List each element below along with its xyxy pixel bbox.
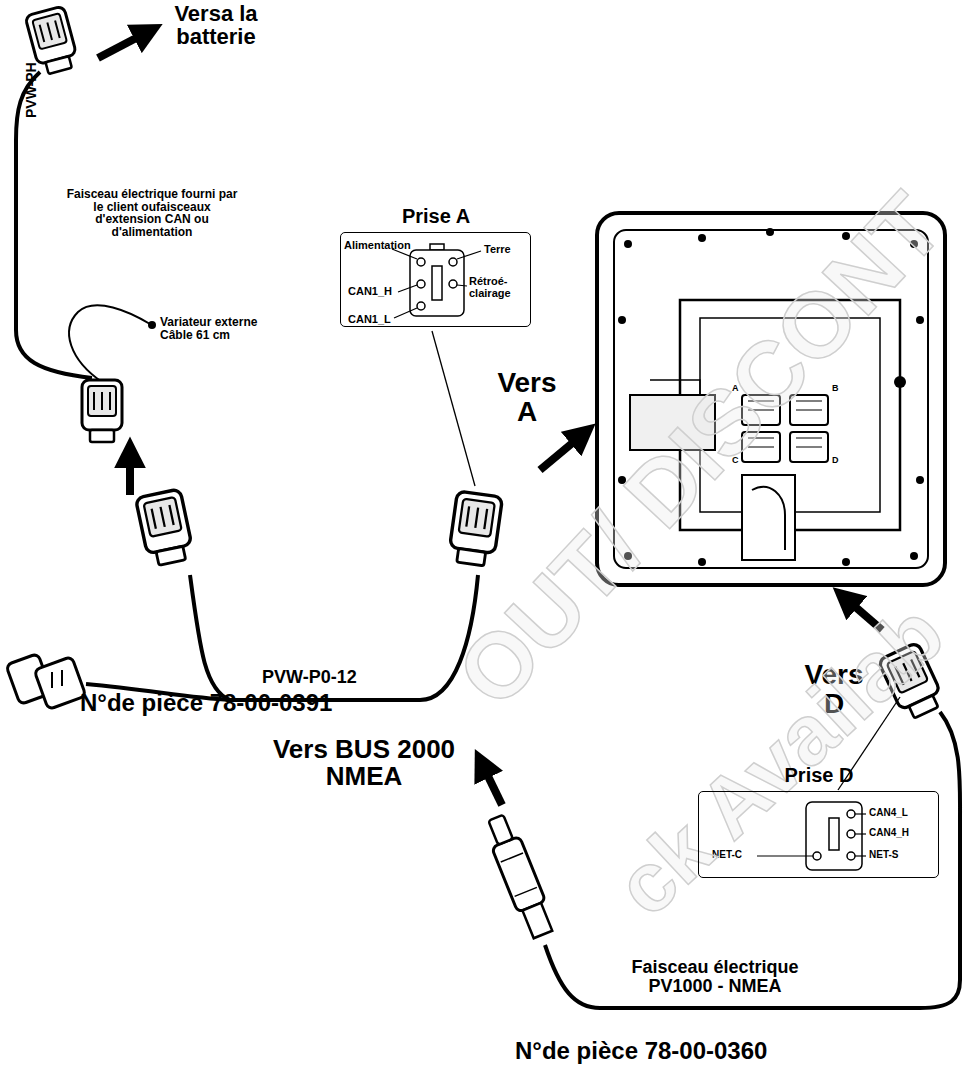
pinout-frame <box>340 232 531 327</box>
arrow <box>98 36 140 58</box>
port-letter: B <box>832 384 839 393</box>
pin-name: Terre <box>484 244 511 256</box>
pinout-a <box>410 244 464 316</box>
mating-plug <box>135 489 194 567</box>
target-label: Versa la batterie <box>160 2 272 48</box>
watermark: ck Availab <box>597 585 963 935</box>
cable-name: PVW-P0-12 <box>262 668 357 687</box>
pin-name: CAN4_H <box>869 828 909 839</box>
part-number: N°de pièce 78-00-0360 <box>515 1038 767 1063</box>
pin-name: CAN1_H <box>348 286 392 298</box>
pin-name: Rétroé- clairage <box>469 276 527 299</box>
target-label: Vers BUS 2000 NMEA <box>258 736 470 791</box>
target-label: Vers A <box>492 368 562 427</box>
pinout-d <box>806 802 862 870</box>
connector-pinout-box: Prise A <box>340 205 532 328</box>
pinout-frame <box>698 791 939 878</box>
dimmer-end <box>148 321 156 329</box>
arrow <box>486 772 502 805</box>
nmea-plug <box>482 812 557 940</box>
box-heading: Prise A <box>340 205 532 228</box>
box-heading: Prise D <box>698 764 940 787</box>
wire <box>190 575 230 700</box>
port-letter: D <box>832 456 839 465</box>
pin-name: CAN4_L <box>869 808 908 819</box>
part-number: N°de pièce 78-00-0391 <box>80 690 332 715</box>
leader-line <box>432 331 475 486</box>
pin-name: Alimentation <box>344 240 411 252</box>
pin-name: NET-S <box>869 850 898 861</box>
cable-note: Faisceau électrique fourni par le client… <box>62 188 242 238</box>
cable-name: Faisceau électrique PV1000 - NMEA <box>620 958 810 996</box>
wire <box>86 575 478 700</box>
cable-note: Variateur externe Câble 61 cm <box>160 316 272 341</box>
double-plug <box>6 653 86 709</box>
arrow <box>126 462 134 495</box>
connector-pinout-box: Prise D <box>698 764 940 879</box>
dimmer-wire <box>69 305 150 382</box>
cable-name: PVW-PH <box>24 62 39 118</box>
pin-name: CAN1_L <box>348 314 391 326</box>
pin-leaders <box>392 249 481 318</box>
plug-to-a <box>448 491 503 567</box>
harness-plug <box>82 380 122 442</box>
arrow <box>540 440 576 470</box>
